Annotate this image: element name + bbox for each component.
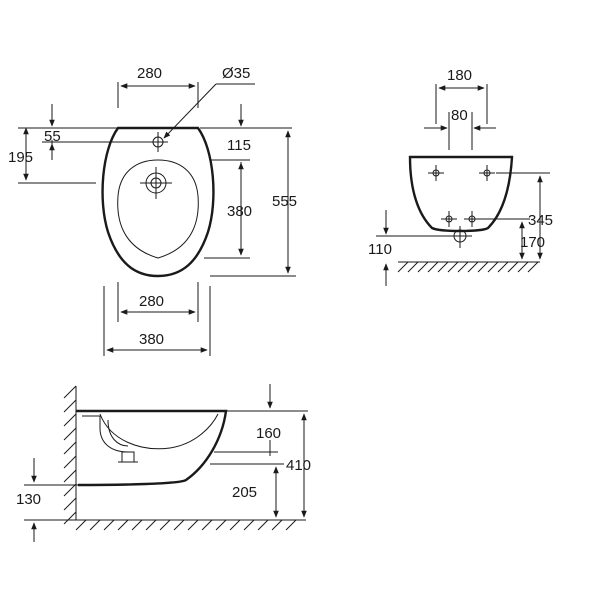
side-pipe-icon [82, 415, 138, 463]
dim-180: 180 [447, 67, 472, 84]
side-view-bowl [99, 413, 219, 450]
dim-280-top: 280 [137, 65, 162, 82]
top-view: 280 Ø35 55 195 [8, 65, 297, 356]
supply-hole-right-icon [464, 211, 480, 227]
dim-280-bottom: 280 [139, 293, 164, 310]
rear-view: 180 80 345 170 110 [368, 67, 553, 286]
dim-115: 115 [227, 137, 251, 154]
bolt-hole-right-icon [479, 165, 495, 181]
rear-floor-hatch [397, 261, 539, 273]
top-view-bowl [117, 159, 199, 259]
dim-205: 205 [232, 484, 257, 501]
drain-hole-icon [140, 167, 172, 199]
dim-410: 410 [286, 457, 311, 474]
side-floor-hatch [75, 519, 297, 531]
dim-diameter-35: Ø35 [222, 65, 250, 82]
top-view-outline [101, 126, 215, 278]
bolt-hole-left-icon [428, 165, 444, 181]
side-view-outline [76, 409, 228, 487]
dim-380-bottom: 380 [139, 331, 164, 348]
rear-view-outline [408, 155, 514, 233]
dim-110: 110 [368, 241, 392, 258]
dim-55: 55 [44, 128, 61, 145]
rear-drain-icon [448, 226, 472, 248]
dim-345: 345 [528, 212, 553, 229]
tap-hole-icon [148, 132, 168, 152]
side-wall-hatch [63, 385, 77, 525]
dim-380-bowl: 380 [227, 203, 252, 220]
dim-195: 195 [8, 149, 33, 166]
dim-555: 555 [272, 193, 297, 210]
supply-hole-left-icon [441, 211, 457, 227]
dim-80: 80 [451, 107, 468, 124]
side-view: 160 410 205 130 [16, 384, 311, 542]
dim-160: 160 [256, 425, 281, 442]
dim-170: 170 [520, 234, 545, 251]
dim-130: 130 [16, 491, 41, 508]
